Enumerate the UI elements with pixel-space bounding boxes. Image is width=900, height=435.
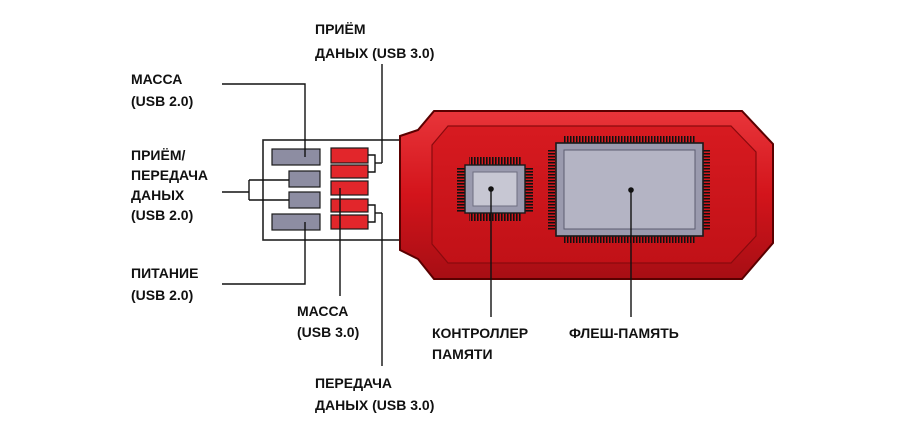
endpoint-controller [488,186,494,192]
leader-endpoints [488,186,634,193]
usb3-pad-tx-2 [330,214,369,230]
leader-ground-usb2 [222,83,306,157]
label-data-usb2: ПРИЁМ/ ПЕРЕДАЧА ДАНЫХ (USB 2.0) [131,147,212,223]
usb2-pad-ground [271,148,321,166]
usb3-pad-rx-2 [330,164,369,179]
label-tx-usb3: ПЕРЕДАЧА ДАНЫХ (USB 3.0) [315,375,434,413]
usb3-contacts [330,147,369,230]
usb2-pad-power [271,213,321,231]
label-flash-memory: ФЛЕШ-ПАМЯТЬ [569,325,679,341]
usb3-pad-ground [330,180,369,196]
leader-lines [222,64,632,366]
leader-power-usb2 [222,222,306,285]
usb2-pad-data-minus [288,170,321,188]
endpoint-flash [628,187,634,193]
usb3-pad-rx-1 [330,147,369,164]
label-rx-usb3: ПРИЁМ ДАНЫХ (USB 3.0) [315,21,434,61]
label-ground-usb2: МАССА (USB 2.0) [131,71,193,109]
usb2-pad-data-plus [288,191,321,209]
memory-controller-chip [457,157,533,221]
label-memory-controller: КОНТРОЛЛЕР ПАМЯТИ [432,325,532,362]
label-power-usb2: ПИТАНИЕ (USB 2.0) [131,265,202,303]
usb2-contacts [271,148,321,231]
label-ground-usb3: МАССА (USB 3.0) [297,303,359,340]
usb3-pad-tx-1 [330,198,369,213]
